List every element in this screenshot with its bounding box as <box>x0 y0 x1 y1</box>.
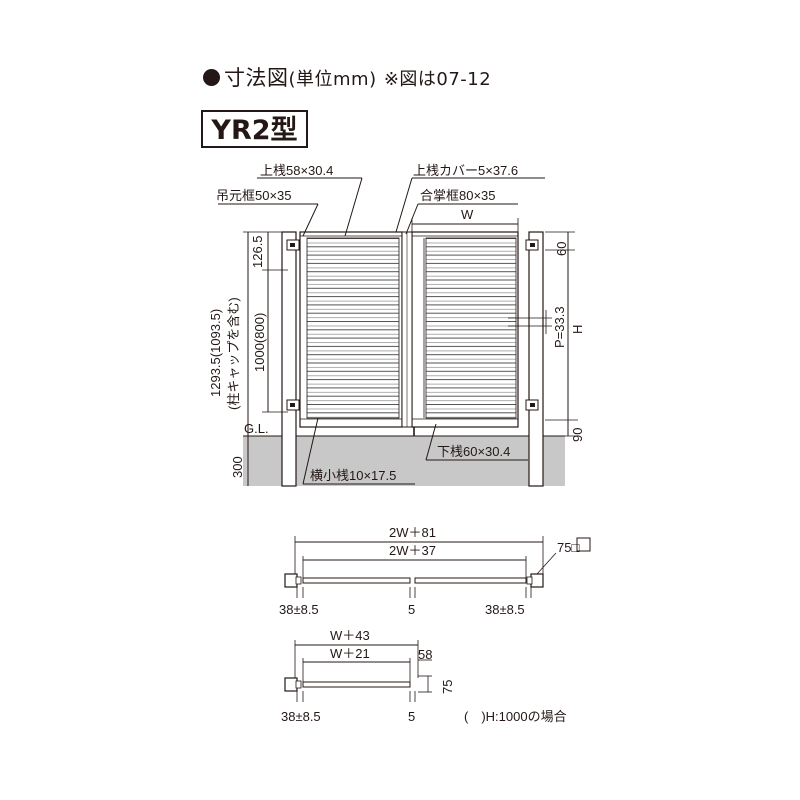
label-dim-total: 1293.5(1093.5) <box>208 309 223 397</box>
plan1-door <box>302 681 411 688</box>
plan1-dim-58: 58 <box>418 647 432 662</box>
plan1-post <box>284 677 298 692</box>
label-horizontal-slat: 横小桟10×17.5 <box>310 468 396 483</box>
plan-left-post <box>284 573 298 588</box>
model-label: YR2型 <box>211 115 298 146</box>
label-height: H <box>570 325 585 334</box>
label-ground-level: G.L. <box>244 421 269 436</box>
plan-view-double: 2W＋81 2W＋37 75□ 38±8.5 5 38±8.5 <box>279 525 591 617</box>
label-meeting-frame: 合掌框80×35 <box>420 188 496 203</box>
plan2-center-gap: 5 <box>408 602 415 617</box>
right-door-slats <box>425 237 517 419</box>
label-dim-90: 90 <box>570 428 585 442</box>
right-post <box>528 231 544 487</box>
plan1-dim-75: 75 <box>440 680 455 694</box>
label-dim-1000: 1000(800) <box>252 313 267 372</box>
plan1-left-gap: 38±8.5 <box>281 709 321 724</box>
plan1-outer: W＋43 <box>330 628 370 643</box>
plan2-post: 75□ <box>557 540 579 555</box>
model-label-box: YR2型 <box>201 110 308 148</box>
plan-right-door <box>414 577 527 584</box>
label-pitch: P=33.3 <box>552 306 567 348</box>
plan2-inner: 2W＋37 <box>389 543 436 558</box>
plan-left-door <box>302 577 411 584</box>
label-width: W <box>461 207 474 222</box>
label-dim-126-5: 126.5 <box>250 235 265 268</box>
label-top-rail: 上桟58×30.4 <box>260 163 333 178</box>
plan-view-single: W＋43 W＋21 58 75 38±8.5 5 ( )H:1000の場合 <box>281 628 567 724</box>
header-title: 寸法図 <box>224 66 289 90</box>
plan-right-post <box>530 573 544 588</box>
left-door-slats <box>306 237 400 419</box>
label-bottom-rail: 下桟60×30.4 <box>437 444 510 459</box>
plan1-center-gap: 5 <box>408 709 415 724</box>
plan2-left-gap: 38±8.5 <box>279 602 319 617</box>
label-dim-total-note: (柱キャップを含む) <box>226 297 241 410</box>
plan2-right-gap: 38±8.5 <box>485 602 525 617</box>
plan2-outer: 2W＋81 <box>389 525 436 540</box>
header-unit: (単位mm) <box>288 69 377 90</box>
plan1-inner: W＋21 <box>330 646 370 661</box>
left-post <box>281 231 297 487</box>
label-dim-60: 60 <box>554 242 569 256</box>
label-hinge-frame: 吊元框50×35 <box>216 188 292 203</box>
label-dim-300: 300 <box>230 456 245 478</box>
diagram-header: 寸法図(単位mm) ※図は07-12 <box>203 62 491 92</box>
label-top-rail-cover: 上桟カバー5×37.6 <box>413 163 518 178</box>
footnote: ( )H:1000の場合 <box>464 709 567 724</box>
ground-area <box>243 436 565 486</box>
header-note: ※図は07-12 <box>383 69 492 90</box>
bullet-icon <box>203 69 220 86</box>
front-view: 上桟58×30.4 上桟カバー5×37.6 吊元框50×35 合掌框80×35 … <box>208 163 585 487</box>
